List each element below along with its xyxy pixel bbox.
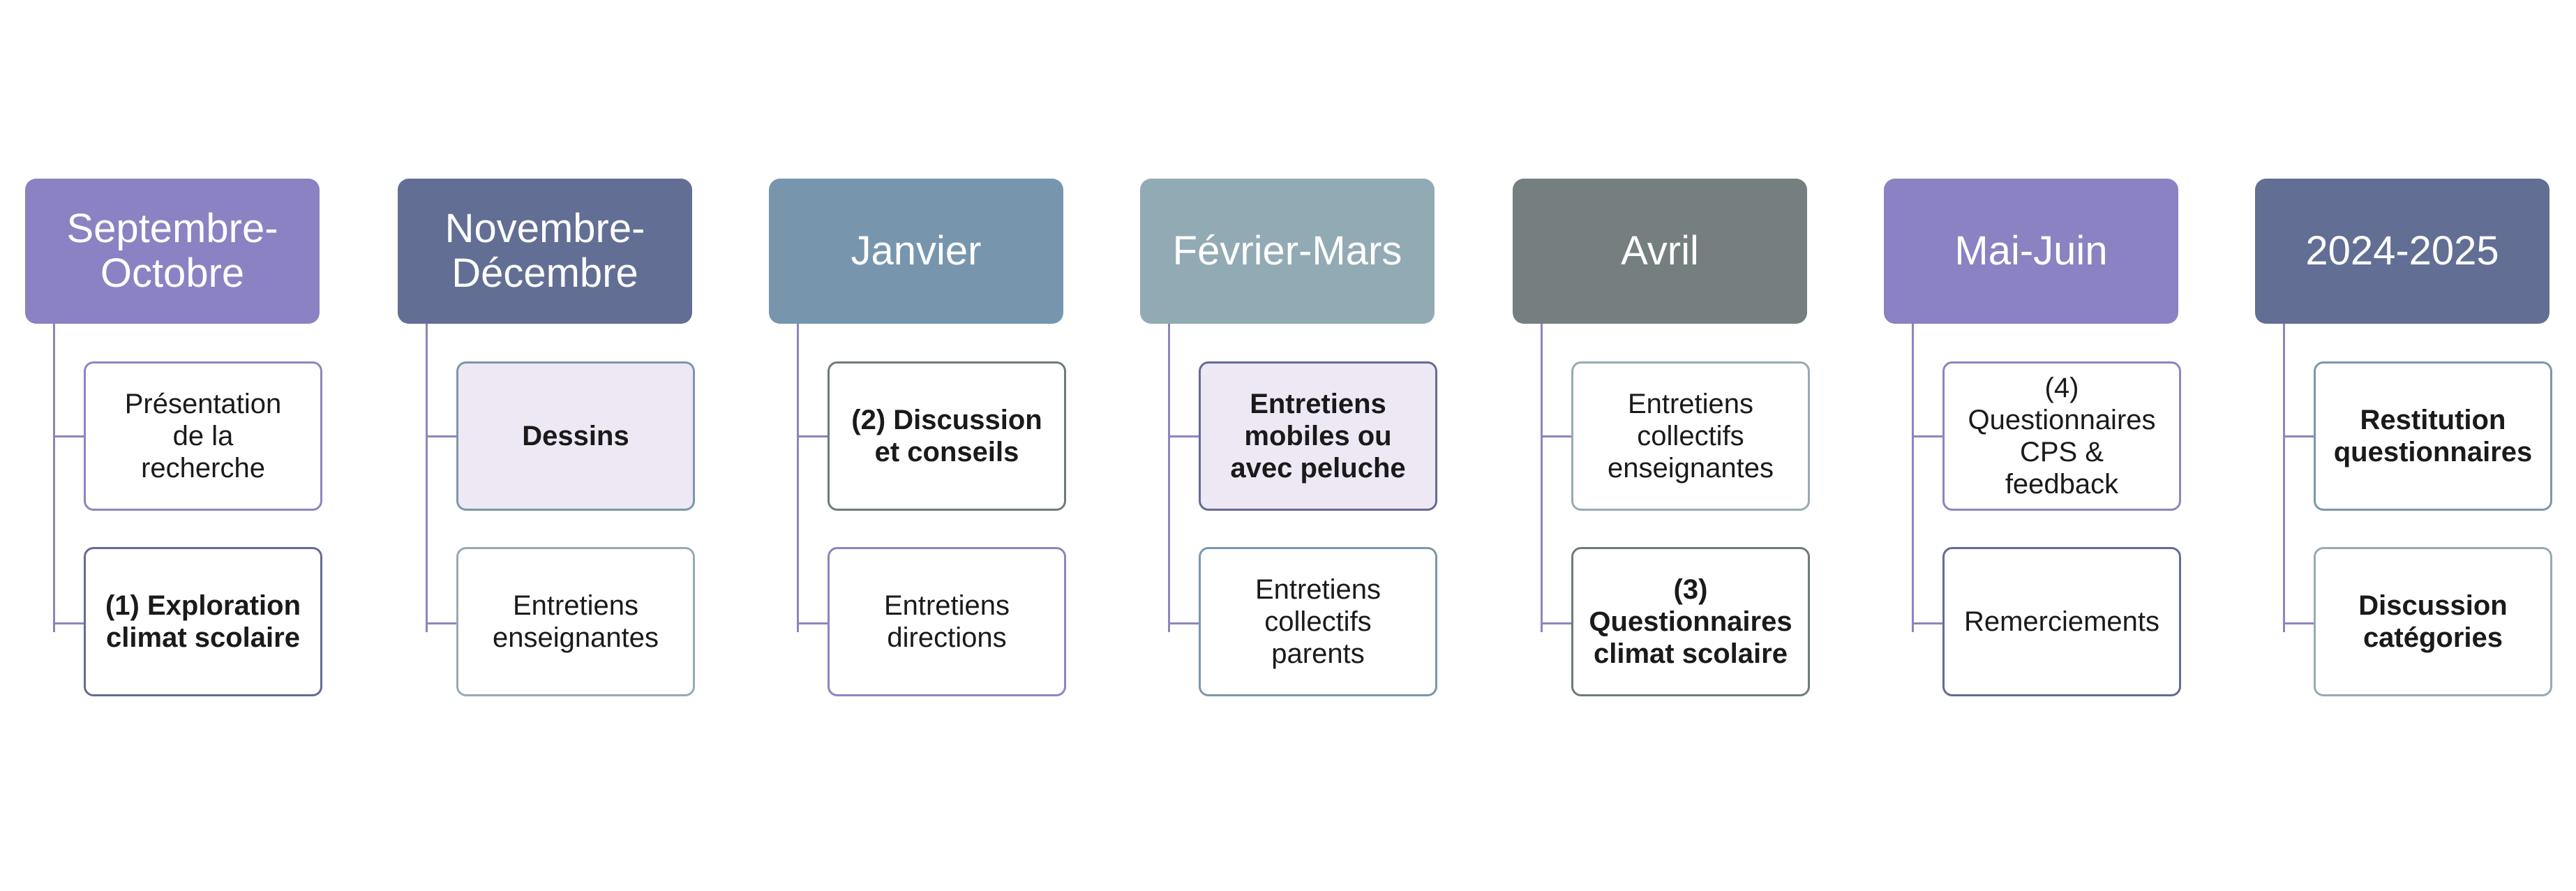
connector-vertical xyxy=(797,324,799,632)
step-presentation-recherche: Présentation de la recherche xyxy=(84,361,322,511)
step-dessins: Dessins xyxy=(456,361,695,511)
timeline-column-novembre-decembre: Novembre- Décembre Dessins Entretiens en… xyxy=(398,179,695,698)
connector-vertical xyxy=(1912,324,1914,632)
timeline-column-avril: Avril Entretiens collectifs enseignantes… xyxy=(1513,179,1810,698)
connector-horizontal xyxy=(1541,435,1571,437)
step-entretiens-enseignantes: Entretiens enseignantes xyxy=(456,547,695,696)
timeline-column-fevrier-mars: Février-Mars Entretiens mobiles ou avec … xyxy=(1140,179,1437,698)
header-septembre-octobre: Septembre- Octobre xyxy=(25,179,320,324)
header-2024-2025: 2024-2025 xyxy=(2255,179,2549,324)
header-fevrier-mars: Février-Mars xyxy=(1140,179,1435,324)
step-entretiens-directions: Entretiens directions xyxy=(828,547,1066,696)
timeline-column-2024-2025: 2024-2025 Restitution questionnaires Dis… xyxy=(2255,179,2552,698)
connector-horizontal xyxy=(426,435,456,437)
step-discussion-conseils: (2) Discussion et conseils xyxy=(828,361,1066,511)
step-discussion-categories: Discussion catégories xyxy=(2314,547,2552,696)
step-restitution-questionnaires: Restitution questionnaires xyxy=(2314,361,2552,511)
connector-horizontal xyxy=(1912,622,1942,624)
step-entretiens-collectifs-enseignantes: Entretiens collectifs enseignantes xyxy=(1571,361,1810,511)
connector-horizontal xyxy=(2283,435,2314,437)
timeline-column-septembre-octobre: Septembre- Octobre Présentation de la re… xyxy=(25,179,322,698)
connector-horizontal xyxy=(1168,622,1199,624)
header-avril: Avril xyxy=(1513,179,1807,324)
connector-horizontal xyxy=(53,622,84,624)
connector-horizontal xyxy=(53,435,84,437)
step-entretiens-collectifs-parents: Entretiens collectifs parents xyxy=(1199,547,1437,696)
timeline-column-mai-juin: Mai-Juin (4) Questionnaires CPS & feedba… xyxy=(1884,179,2181,698)
step-questionnaires-climat-scolaire: (3) Questionnaires climat scolaire xyxy=(1571,547,1810,696)
step-exploration-climat-scolaire: (1) Exploration climat scolaire xyxy=(84,547,322,696)
connector-vertical xyxy=(1168,324,1170,632)
connector-horizontal xyxy=(1541,622,1571,624)
connector-vertical xyxy=(426,324,428,632)
connector-horizontal xyxy=(1168,435,1199,437)
header-janvier: Janvier xyxy=(769,179,1063,324)
connector-horizontal xyxy=(797,622,828,624)
connector-vertical xyxy=(1541,324,1543,632)
timeline-column-janvier: Janvier (2) Discussion et conseils Entre… xyxy=(769,179,1066,698)
step-remerciements: Remerciements xyxy=(1942,547,2181,696)
connector-horizontal xyxy=(426,622,456,624)
step-questionnaires-cps-feedback: (4) Questionnaires CPS & feedback xyxy=(1942,361,2181,511)
connector-horizontal xyxy=(797,435,828,437)
connector-vertical xyxy=(2283,324,2285,632)
connector-horizontal xyxy=(2283,622,2314,624)
header-novembre-decembre: Novembre- Décembre xyxy=(398,179,692,324)
header-mai-juin: Mai-Juin xyxy=(1884,179,2178,324)
step-entretiens-mobiles: Entretiens mobiles ou avec peluche xyxy=(1199,361,1437,511)
connector-horizontal xyxy=(1912,435,1942,437)
connector-vertical xyxy=(53,324,55,632)
